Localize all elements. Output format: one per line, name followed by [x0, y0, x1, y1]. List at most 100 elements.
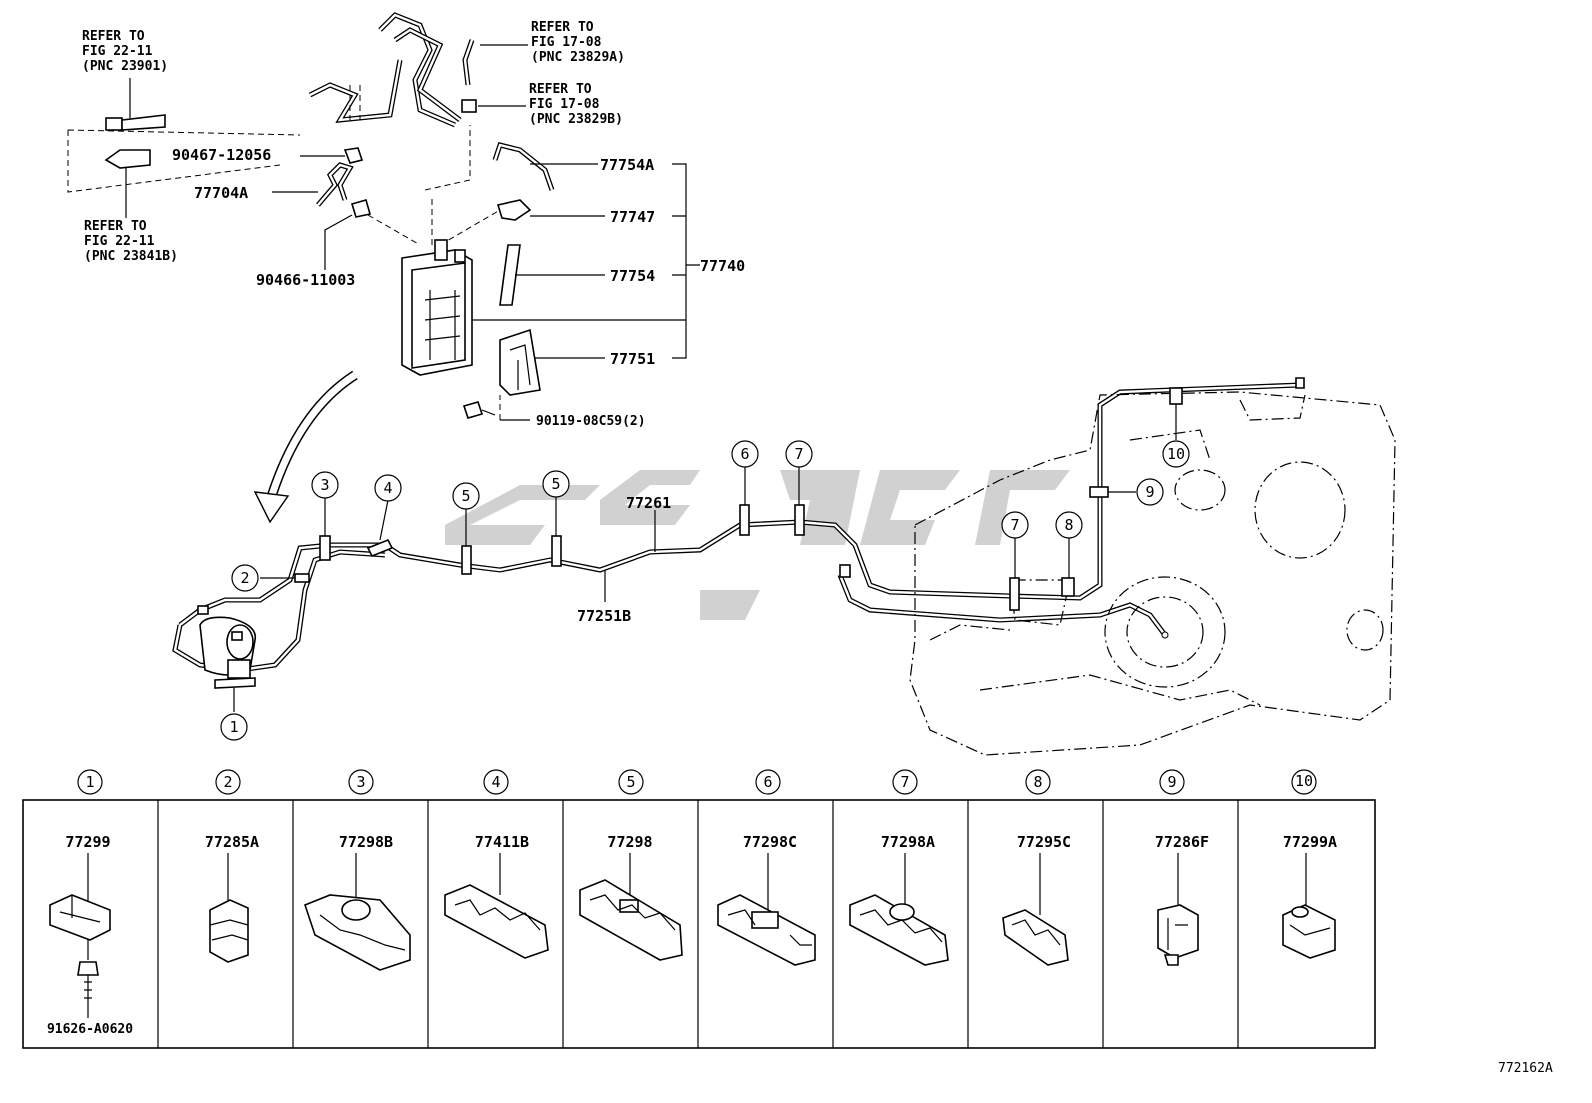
marker-5a: 5: [452, 482, 480, 510]
svg-text:8: 8: [1033, 773, 1042, 791]
dashed-bracket: [67, 129, 301, 193]
svg-text:1: 1: [85, 773, 94, 791]
marker-3: 3: [311, 471, 339, 499]
connector-23901: [105, 78, 166, 131]
bolt-90119: [462, 395, 530, 421]
filler-neck: [199, 616, 257, 712]
table-header-1: 1: [77, 769, 103, 795]
svg-text:3: 3: [320, 476, 329, 494]
table-part-77298: 77298: [607, 833, 652, 851]
table-part-77286f: 77286F: [1155, 833, 1209, 851]
table-part-77295c: 77295C: [1017, 833, 1071, 851]
ref-block-pnc23901: REFER TO FIG 22-11 (PNC 23901): [82, 29, 168, 74]
diagram-markers: 1 2 3 4 5 5 6 7 7 8 9 10: [220, 440, 1190, 741]
svg-text:FIG 22-11: FIG 22-11: [84, 234, 155, 249]
label-77751: 77751: [610, 350, 655, 368]
table-headers: 1 2 3 4 5 6 7 8 9 10: [77, 769, 1317, 795]
label-77754: 77754: [610, 267, 655, 285]
table-header-8: 8: [1025, 769, 1051, 795]
clip-drawings: [49, 853, 1336, 1018]
table-header-4: 4: [483, 769, 509, 795]
table-part-77411b: 77411B: [475, 833, 529, 851]
table-part-77298c: 77298C: [743, 833, 797, 851]
label-77261: 77261: [626, 494, 671, 512]
svg-text:2: 2: [223, 773, 232, 791]
svg-text:3: 3: [356, 773, 365, 791]
marker-1: 1: [220, 713, 248, 741]
label-77704a: 77704A: [194, 184, 248, 202]
table-part-77298a: 77298A: [881, 833, 935, 851]
bracket-77751: [499, 328, 605, 396]
ref-block-pnc23841b: REFER TO FIG 22-11 (PNC 23841B): [84, 219, 178, 264]
label-90119-08c59: 90119-08C59(2): [536, 414, 646, 429]
table-part-77298b: 77298B: [339, 833, 393, 851]
svg-text:REFER TO: REFER TO: [82, 29, 145, 44]
svg-text:9: 9: [1167, 773, 1176, 791]
svg-text:(PNC 23901): (PNC 23901): [82, 59, 168, 74]
ref-block-pnc23829b: REFER TO FIG 17-08 (PNC 23829B): [529, 82, 623, 127]
bracket-77740: [480, 163, 700, 359]
table-part-77285a: 77285A: [205, 833, 259, 851]
valve-77747: [496, 199, 605, 221]
fuel-tank-outline: [909, 391, 1396, 756]
svg-text:FIG 17-08: FIG 17-08: [531, 35, 602, 50]
svg-text:5: 5: [626, 773, 635, 791]
clamp-90467: [300, 147, 364, 164]
table-header-6: 6: [755, 769, 781, 795]
marker-leaders: [260, 404, 1177, 602]
label-77747: 77747: [610, 208, 655, 226]
svg-text:FIG 22-11: FIG 22-11: [82, 44, 153, 59]
table-header-2: 2: [215, 769, 241, 795]
svg-text:4: 4: [491, 773, 500, 791]
marker-7a: 7: [785, 440, 813, 468]
svg-text:10: 10: [1295, 772, 1313, 790]
svg-text:FIG 17-08: FIG 17-08: [529, 97, 600, 112]
marker-7b: 7: [1001, 511, 1029, 539]
table-header-3: 3: [348, 769, 374, 795]
label-77740: 77740: [700, 257, 745, 275]
svg-text:7: 7: [794, 445, 803, 463]
svg-text:7: 7: [1010, 516, 1019, 534]
table-part-77299: 77299: [65, 833, 110, 851]
svg-text:6: 6: [763, 773, 772, 791]
marker-9: 9: [1136, 478, 1164, 506]
line-clips: [197, 387, 1183, 641]
svg-text:5: 5: [461, 487, 470, 505]
label-77251b: 77251B: [577, 607, 631, 625]
hose-77704a: [272, 162, 354, 207]
label-90466-11003: 90466-11003: [256, 271, 355, 289]
table-part-77299a: 77299A: [1283, 833, 1337, 851]
marker-10: 10: [1162, 440, 1190, 468]
svg-text:(PNC 23841B): (PNC 23841B): [84, 249, 178, 264]
svg-text:REFER TO: REFER TO: [84, 219, 147, 234]
svg-text:4: 4: [383, 479, 392, 497]
svg-text:1: 1: [229, 718, 238, 736]
ref-block-pnc23829a: REFER TO FIG 17-08 (PNC 23829A): [531, 20, 625, 65]
svg-text:6: 6: [740, 445, 749, 463]
watermark-logo: [445, 470, 1070, 620]
svg-text:8: 8: [1064, 516, 1073, 534]
tube-77754: [499, 244, 605, 306]
marker-2: 2: [231, 564, 259, 592]
svg-text:5: 5: [551, 475, 560, 493]
svg-text:REFER TO: REFER TO: [529, 82, 592, 97]
svg-text:(PNC 23829A): (PNC 23829A): [531, 50, 625, 65]
svg-text:10: 10: [1167, 445, 1185, 463]
table-header-10: 10: [1291, 769, 1317, 795]
label-90467-12056: 90467-12056: [172, 146, 271, 164]
table-part-91626-a0620: 91626-A0620: [47, 1022, 133, 1037]
hose-77754a: [492, 142, 598, 191]
curved-arrow: [253, 370, 358, 524]
svg-text:7: 7: [900, 773, 909, 791]
svg-text:2: 2: [240, 569, 249, 587]
label-77754a: 77754A: [600, 156, 654, 174]
marker-5b: 5: [542, 470, 570, 498]
table-header-9: 9: [1159, 769, 1185, 795]
marker-4: 4: [374, 474, 402, 502]
hose-set-top: [308, 12, 477, 128]
svg-text:REFER TO: REFER TO: [531, 20, 594, 35]
table-header-7: 7: [892, 769, 918, 795]
marker-6: 6: [731, 440, 759, 468]
